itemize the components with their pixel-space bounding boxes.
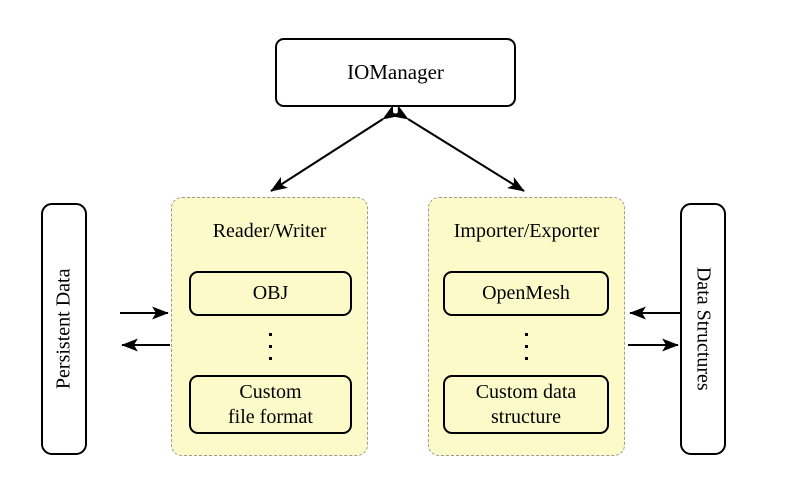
leaf-openmesh[interactable]: OpenMesh [443, 271, 609, 316]
leaf-custom-data-structure-line1: Custom data [475, 380, 577, 403]
group-importer-exporter-title: Importer/Exporter [453, 220, 600, 242]
leaf-custom-file-format-line1: Custom [239, 380, 302, 403]
group-reader-writer-title: Reader/Writer [212, 220, 327, 242]
leaf-obj-label: OBJ [252, 282, 289, 304]
arrow-manager-importer-exporter [391, 105, 525, 192]
ellipsis-reader-writer [268, 333, 272, 360]
leaf-custom-data-structure-line2: structure [491, 405, 561, 428]
arrow-manager-reader-writer [270, 104, 400, 192]
node-iomanager-label: IOManager [347, 60, 444, 85]
node-data-structures[interactable]: Data Structures [680, 203, 726, 455]
ellipsis-importer-exporter [524, 333, 528, 360]
leaf-custom-data-structure[interactable]: Custom data structure [443, 375, 609, 434]
node-data-structures-label: Data Structures [692, 267, 715, 391]
node-persistent-data-label: Persistent Data [52, 268, 75, 390]
node-iomanager[interactable]: IOManager [275, 38, 516, 107]
leaf-custom-file-format[interactable]: Custom file format [189, 375, 352, 434]
leaf-openmesh-label: OpenMesh [482, 282, 570, 304]
node-persistent-data[interactable]: Persistent Data [41, 203, 87, 455]
leaf-custom-file-format-line2: file format [228, 405, 313, 428]
leaf-obj[interactable]: OBJ [189, 271, 352, 316]
